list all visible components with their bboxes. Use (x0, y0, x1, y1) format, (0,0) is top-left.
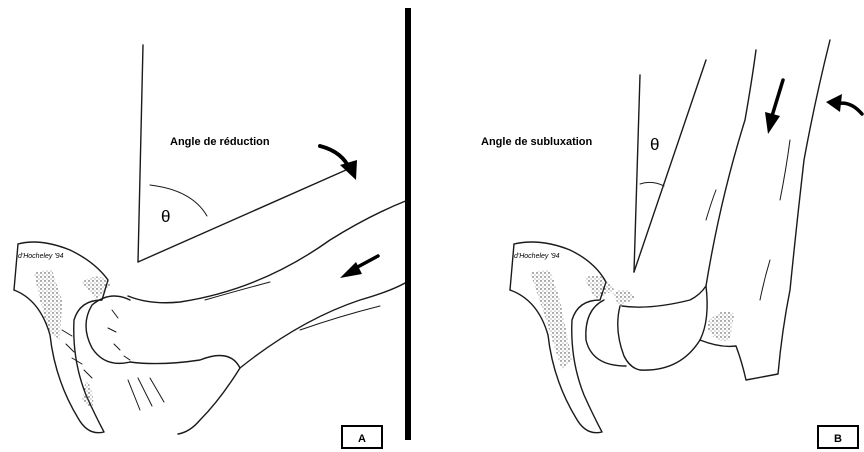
panel-b-humeral-axis-line (634, 60, 706, 272)
panel-b-signature: d'Hocheley '94 (514, 253, 560, 260)
panel-a: θ Angle de réduction d'Hocheley '94 (14, 45, 410, 448)
panel-a-scapula-drawing: d'Hocheley '94 (14, 242, 112, 433)
panel-a-signature: d'Hocheley '94 (18, 253, 64, 260)
panel-a-badge-letter: A (358, 433, 366, 445)
panel-b-caption: Angle de subluxation (481, 136, 593, 148)
panel-b-vertical-reference-line (634, 75, 640, 272)
panel-a-badge: A (342, 426, 382, 448)
panel-divider (405, 8, 411, 440)
panel-b-theta-symbol: θ (650, 135, 659, 154)
panel-b-badge-letter: B (834, 433, 842, 445)
panel-a-angle-arc (150, 185, 207, 216)
panel-a-vertical-reference-line (138, 45, 143, 262)
panel-a-theta-symbol: θ (161, 207, 170, 226)
panel-a-humerus-drawing (62, 200, 410, 434)
panel-b-scapula-drawing: d'Hocheley '94 (510, 242, 614, 433)
panel-a-rotation-arrow-icon (320, 146, 357, 180)
panel-b: θ Angle de subluxation d'Hocheley '94 (481, 40, 862, 448)
panel-a-straight-arrow-icon (340, 256, 378, 278)
panel-b-rotation-arrow-icon (826, 94, 862, 114)
panel-b-badge: B (818, 426, 858, 448)
panel-b-angle-arc (640, 182, 664, 186)
panel-b-humerus-drawing (586, 40, 830, 380)
panel-b-downward-arrow-icon (765, 80, 783, 134)
panel-a-caption: Angle de réduction (170, 136, 270, 148)
